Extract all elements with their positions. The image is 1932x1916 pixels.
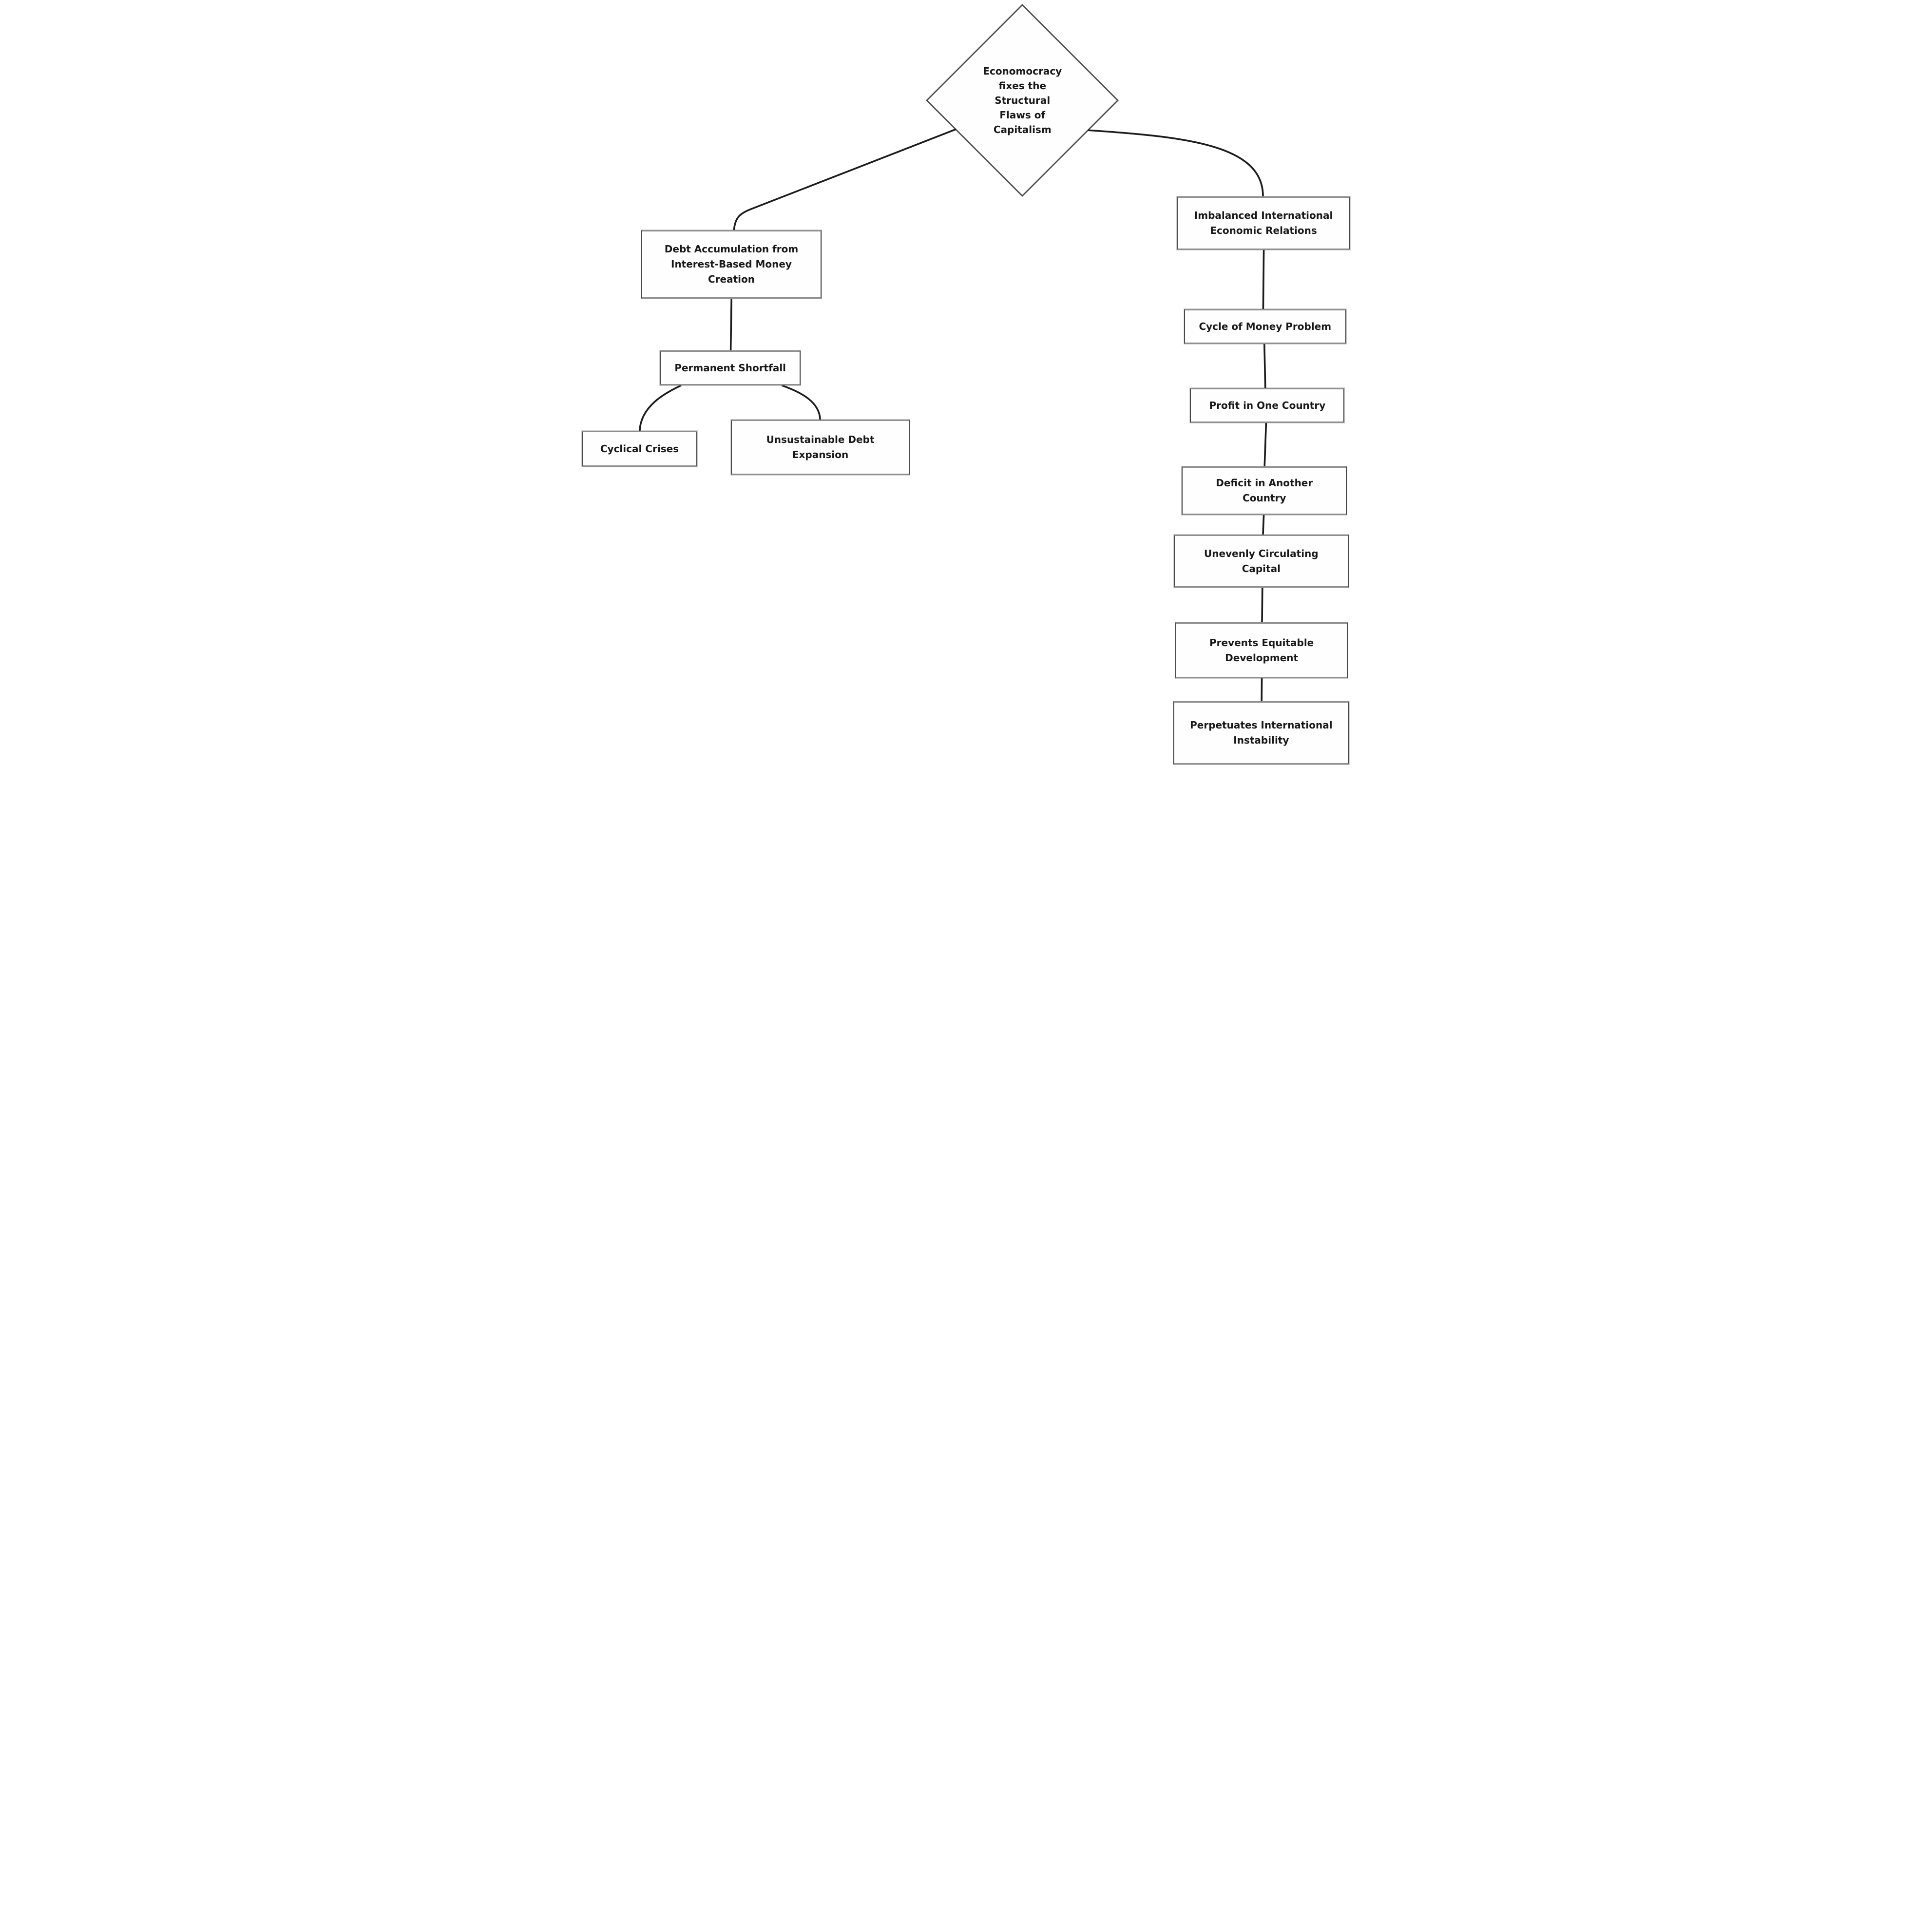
connector-deficit-unevenly	[1262, 515, 1264, 535]
node-unevenly-circulating-capital: Unevenly Circulating Capital	[1174, 534, 1349, 588]
node-debt-accumulation: Debt Accumulation from Interest-Based Mo…	[641, 230, 822, 299]
node-cyclical-crises: Cyclical Crises	[582, 431, 697, 467]
node-permanent-shortfall: Permanent Shortfall	[660, 350, 801, 386]
connector-debt-permanent	[729, 299, 732, 350]
node-unsustainable-debt-expansion: Unsustainable Debt Expansion	[731, 419, 910, 476]
node-deficit-in-another-country: Deficit in Another Country	[1182, 466, 1347, 515]
flowchart-canvas: Economocracy fixes the Structural Flaws …	[579, 0, 1353, 766]
node-imbalanced-international-relations: Imbalanced International Economic Relati…	[1177, 196, 1350, 250]
node-diamond-root: Economocracy fixes the Structural Flaws …	[983, 65, 1062, 136]
connector-permanent-cyclical	[638, 384, 682, 431]
node-prevents-equitable-development: Prevents Equitable Development	[1175, 622, 1348, 679]
connector-diamond-imbalanced	[1088, 129, 1264, 196]
connector-diamond-debt	[733, 128, 956, 230]
connector-permanent-unsustainable	[781, 384, 821, 420]
diamond-shape	[925, 4, 1119, 197]
node-perpetuates-international-instability: Perpetuates International Instability	[1173, 701, 1350, 765]
connector-cycle-profit	[1263, 344, 1266, 388]
connector-layer	[638, 4, 1267, 702]
node-profit-in-one-country: Profit in One Country	[1190, 388, 1345, 423]
node-cycle-of-money-problem: Cycle of Money Problem	[1184, 309, 1346, 345]
connector-profit-deficit	[1263, 423, 1267, 466]
